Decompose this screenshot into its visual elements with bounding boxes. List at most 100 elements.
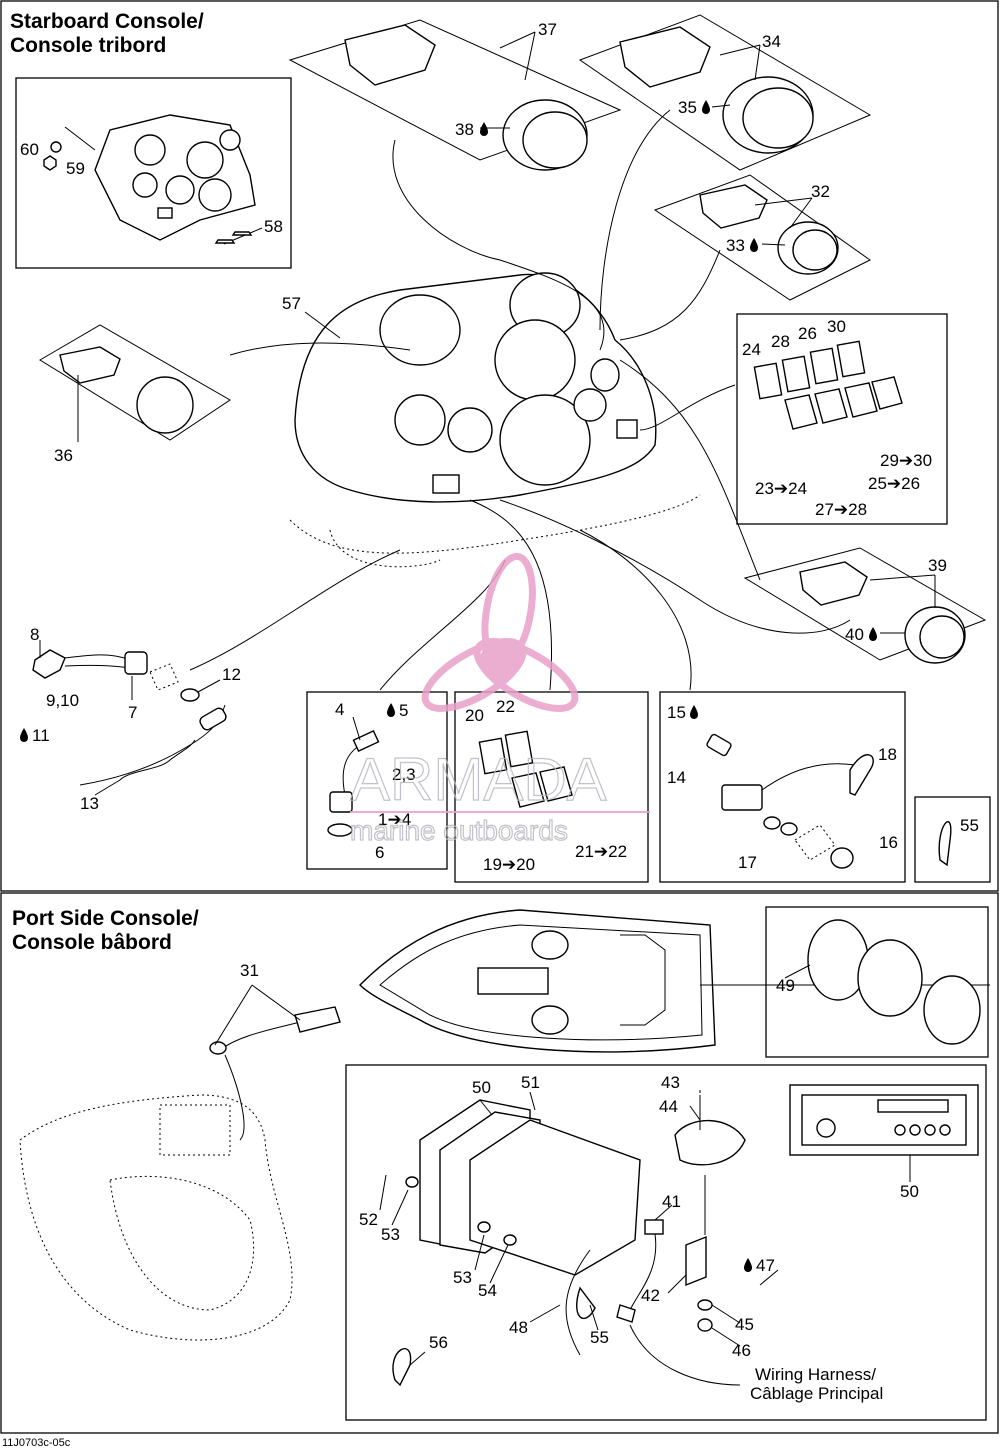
gauge-34-35 <box>578 14 872 171</box>
callout-37: 37 <box>538 20 557 39</box>
callout-24: 24 <box>742 340 761 359</box>
callout-30: 30 <box>827 317 846 336</box>
callout-29-30: 29➔30 <box>880 451 932 470</box>
callout-56: 56 <box>429 1333 448 1352</box>
boat-topview <box>359 909 990 1053</box>
callout-55-bottom: 55 <box>590 1328 609 1347</box>
callout-2-3: 2,3 <box>392 765 416 784</box>
gauge-32-33 <box>653 174 871 301</box>
callout-4: 4 <box>335 700 344 719</box>
callout-50-radio: 50 <box>472 1078 491 1097</box>
callout-60: 60 <box>20 140 39 159</box>
callout-1-4: 1➔4 <box>378 810 411 829</box>
callout-59: 59 <box>66 159 85 178</box>
sensor-1-4 <box>327 729 380 837</box>
callout-7: 7 <box>128 703 137 722</box>
callouts: 37 34 38 35 32 33 60 59 58 57 36 24 28 2… <box>20 20 979 1360</box>
figure-reference: 11J0703c-05c <box>2 1437 71 1449</box>
gauge-37-38 <box>288 19 622 171</box>
callout-8: 8 <box>30 625 39 644</box>
console-inset <box>15 77 292 269</box>
switch-box <box>736 313 948 525</box>
port-console-outline <box>19 1094 293 1341</box>
callout-45: 45 <box>735 1315 754 1334</box>
callout-32: 32 <box>811 182 830 201</box>
switch-14-18 <box>706 733 874 869</box>
callout-31: 31 <box>240 961 259 980</box>
callout-16: 16 <box>879 833 898 852</box>
box-1-6 <box>306 691 448 870</box>
port-title-2: Console bâbord <box>12 931 172 954</box>
callout-6: 6 <box>375 843 384 862</box>
radio-50 <box>405 1099 641 1276</box>
callout-43: 43 <box>661 1073 680 1092</box>
callout-47: 47 <box>756 1256 775 1275</box>
callout-9-10: 9,10 <box>46 691 79 710</box>
box-55 <box>914 796 991 883</box>
callout-41: 41 <box>662 1192 681 1211</box>
bracket-42 <box>674 1095 746 1332</box>
callout-46: 46 <box>732 1341 751 1360</box>
propeller-logo <box>421 552 579 712</box>
starboard-frame <box>0 0 999 892</box>
callout-33: 33 <box>726 236 745 255</box>
callout-14: 14 <box>667 768 686 787</box>
callout-51: 51 <box>521 1073 540 1092</box>
callout-13: 13 <box>80 794 99 813</box>
callout-42: 42 <box>641 1286 660 1305</box>
callout-49: 49 <box>776 976 795 995</box>
harness-note-1: Wiring Harness/ <box>755 1365 876 1384</box>
callout-53-a: 53 <box>381 1225 400 1244</box>
armada-watermark: ARMADA marine outboards <box>349 552 650 847</box>
callout-48: 48 <box>509 1318 528 1337</box>
callout-44: 44 <box>659 1097 678 1116</box>
radio-box <box>345 1064 987 1421</box>
speaker-49 <box>807 919 981 1045</box>
callout-20: 20 <box>465 706 484 725</box>
callout-38: 38 <box>455 120 474 139</box>
callout-28: 28 <box>771 332 790 351</box>
harness-note-2: Câblage Principal <box>750 1384 883 1403</box>
callout-58: 58 <box>264 217 283 236</box>
starboard-title-1: Starboard Console/ <box>10 10 204 33</box>
callout-54: 54 <box>478 1281 497 1300</box>
port-title-1: Port Side Console/ <box>12 907 199 930</box>
callout-50-front: 50 <box>900 1182 919 1201</box>
callout-39: 39 <box>928 556 947 575</box>
starboard-title-2: Console tribord <box>10 34 166 57</box>
leader-lines <box>39 104 936 1347</box>
watermark-tagline: marine outboards <box>350 815 568 846</box>
radio-front <box>789 1084 979 1156</box>
dashboard-57 <box>289 272 701 568</box>
callout-25-26: 25➔26 <box>868 474 920 493</box>
cable-tie-55 <box>938 821 952 867</box>
switch-19-22 <box>478 730 573 808</box>
callout-26: 26 <box>798 324 817 343</box>
callout-12: 12 <box>222 665 241 684</box>
callout-23-24: 23➔24 <box>755 479 807 498</box>
callout-15: 15 <box>667 703 686 722</box>
callout-21-22: 21➔22 <box>575 842 627 861</box>
antenna-31 <box>209 1006 341 1141</box>
callout-57: 57 <box>282 294 301 313</box>
gauge-39-40 <box>743 547 987 664</box>
callout-40: 40 <box>845 625 864 644</box>
callout-52: 52 <box>359 1210 378 1229</box>
callout-19-20: 19➔20 <box>483 855 535 874</box>
callout-11: 11 <box>32 726 50 745</box>
callout-35: 35 <box>678 98 697 117</box>
lanyard-assembly <box>32 649 227 786</box>
port-frame <box>0 892 999 1434</box>
box-14-18 <box>659 691 906 883</box>
callout-34: 34 <box>762 32 781 51</box>
callout-27-28: 27➔28 <box>815 500 867 519</box>
callout-22: 22 <box>496 697 515 716</box>
callout-18: 18 <box>878 745 897 764</box>
harness-41 <box>565 1219 741 1386</box>
callout-55-top: 55 <box>960 816 979 835</box>
gauge-36 <box>39 324 231 442</box>
callout-53-b: 53 <box>453 1268 472 1287</box>
box-19-22 <box>454 691 649 883</box>
watermark-brand: ARMADA <box>350 746 607 813</box>
